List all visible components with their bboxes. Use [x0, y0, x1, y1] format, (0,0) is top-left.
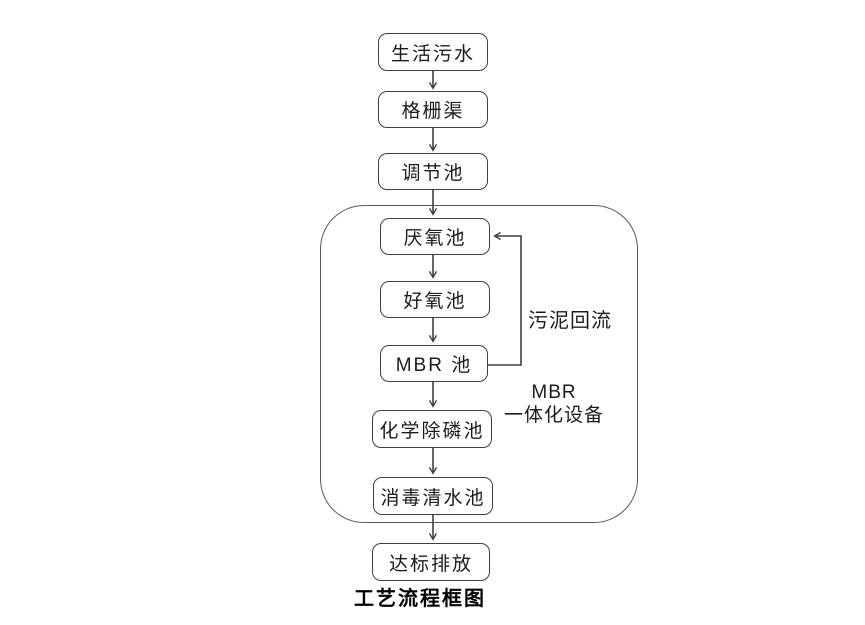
mbr-equipment-label: MBR 一体化设备: [493, 381, 615, 427]
sludge-return-label: 污泥回流: [528, 310, 612, 332]
mbr-equipment-label-line1: MBR: [531, 382, 577, 403]
node-label: 厌氧池: [403, 228, 467, 249]
mbr-equipment-label-line2: 一体化设备: [503, 405, 604, 426]
node-mbr-tank: MBR 池: [380, 345, 488, 382]
node-label: 调节池: [401, 163, 465, 184]
node-label: 化学除磷池: [379, 420, 485, 442]
diagram-caption: 工艺流程框图: [354, 588, 486, 610]
node-label: 生活污水: [390, 43, 475, 65]
node-grid-channel: 格栅渠: [378, 91, 488, 128]
node-anaerobic-tank: 厌氧池: [380, 218, 490, 255]
node-chemical-phosphorus-removal-tank: 化学除磷池: [372, 410, 492, 448]
node-label: MBR 池: [395, 355, 473, 376]
node-disinfection-clear-water-tank: 消毒清水池: [373, 477, 493, 515]
node-domestic-sewage: 生活污水: [378, 33, 488, 71]
node-label: 消毒清水池: [380, 487, 486, 509]
mbr-equipment-container: [320, 205, 638, 523]
node-label: 格栅渠: [401, 101, 465, 122]
node-aerobic-tank: 好氧池: [380, 281, 490, 318]
node-standard-discharge: 达标排放: [372, 543, 490, 581]
node-label: 好氧池: [403, 291, 467, 312]
node-label: 达标排放: [388, 553, 473, 575]
node-regulating-tank: 调节池: [378, 153, 488, 190]
